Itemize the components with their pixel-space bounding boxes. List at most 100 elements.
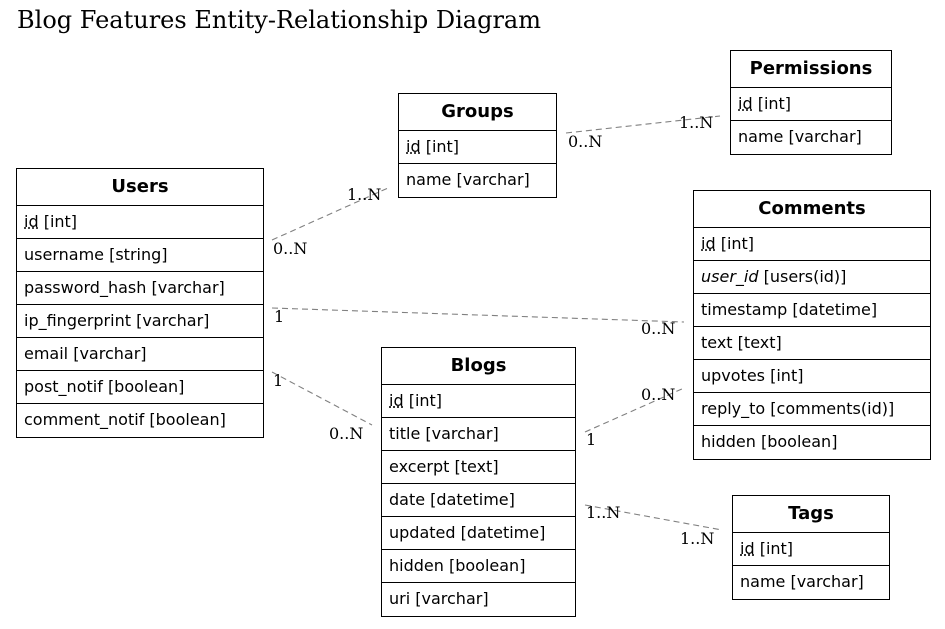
field-users-email: email [varchar] xyxy=(17,338,263,371)
field-type: [int] xyxy=(43,212,78,231)
field-blogs-title: title [varchar] xyxy=(382,418,575,451)
field-key: name xyxy=(406,170,452,189)
field-type: [datetime] xyxy=(430,490,515,509)
card-blogs-comments-from: 1 xyxy=(586,430,597,449)
field-key: reply_to xyxy=(701,399,766,418)
field-users-comment-notif: comment_notif [boolean] xyxy=(17,404,263,437)
field-type: [comments(id)] xyxy=(770,399,895,418)
entity-comments-name: Comments xyxy=(694,191,930,228)
edge-groups-permissions xyxy=(565,115,721,134)
edge-blogs-tags xyxy=(584,504,723,531)
card-users-groups-from: 0..N xyxy=(273,239,308,258)
field-key: password_hash xyxy=(24,278,147,297)
entity-permissions[interactable]: Permissions id [int] name [varchar] xyxy=(730,50,892,155)
field-key: email xyxy=(24,344,69,363)
field-users-id: id [int] xyxy=(17,206,263,239)
field-comments-reply-to: reply_to [comments(id)] xyxy=(694,393,930,426)
field-key: upvotes xyxy=(701,366,766,385)
card-groups-permissions-from: 0..N xyxy=(568,132,603,151)
field-comments-hidden: hidden [boolean] xyxy=(694,426,930,459)
card-blogs-tags-from: 1..N xyxy=(586,503,621,522)
field-type: [int] xyxy=(408,391,443,410)
field-groups-id: id [int] xyxy=(399,131,556,164)
entity-tags-name: Tags xyxy=(733,496,889,533)
field-users-ip-fingerprint: ip_fingerprint [varchar] xyxy=(17,305,263,338)
field-type: [text] xyxy=(454,457,499,476)
entity-blogs-name: Blogs xyxy=(382,348,575,385)
field-type: [int] xyxy=(759,539,794,558)
edge-users-comments xyxy=(271,307,685,323)
field-type: [string] xyxy=(109,245,168,264)
field-comments-id: id [int] xyxy=(694,228,930,261)
field-comments-user-id: user_id [users(id)] xyxy=(694,261,930,294)
field-key: id xyxy=(24,212,39,231)
field-users-post-notif: post_notif [boolean] xyxy=(17,371,263,404)
field-key: id xyxy=(406,137,421,156)
edge-users-groups xyxy=(271,187,389,241)
field-key: id xyxy=(701,234,716,253)
field-key: name xyxy=(740,572,786,591)
card-blogs-comments-to: 0..N xyxy=(641,385,676,404)
field-type: [text] xyxy=(737,333,782,352)
card-users-blogs-to: 0..N xyxy=(329,424,364,443)
card-blogs-tags-to: 1..N xyxy=(680,529,715,548)
field-type: [varchar] xyxy=(136,311,210,330)
field-type: [varchar] xyxy=(73,344,147,363)
field-users-username: username [string] xyxy=(17,239,263,272)
field-users-password-hash: password_hash [varchar] xyxy=(17,272,263,305)
entity-blogs[interactable]: Blogs id [int] title [varchar] excerpt [… xyxy=(381,347,576,617)
field-key: excerpt xyxy=(389,457,450,476)
field-key: timestamp xyxy=(701,300,788,319)
field-blogs-uri: uri [varchar] xyxy=(382,583,575,616)
entity-permissions-name: Permissions xyxy=(731,51,891,88)
entity-groups-name: Groups xyxy=(399,94,556,131)
field-type: [boolean] xyxy=(149,410,226,429)
card-users-groups-to: 1..N xyxy=(347,185,382,204)
field-key: ip_fingerprint xyxy=(24,311,131,330)
card-groups-permissions-to: 1..N xyxy=(679,113,714,132)
field-type: [varchar] xyxy=(151,278,225,297)
field-groups-name: name [varchar] xyxy=(399,164,556,197)
entity-comments[interactable]: Comments id [int] user_id [users(id)] ti… xyxy=(693,190,931,460)
field-key: comment_notif xyxy=(24,410,145,429)
field-key: hidden xyxy=(389,556,444,575)
field-type: [int] xyxy=(720,234,755,253)
entity-users-name: Users xyxy=(17,169,263,206)
field-type: [varchar] xyxy=(415,589,489,608)
field-permissions-id: id [int] xyxy=(731,88,891,121)
field-tags-id: id [int] xyxy=(733,533,889,566)
field-permissions-name: name [varchar] xyxy=(731,121,891,154)
field-key: post_notif xyxy=(24,377,103,396)
field-comments-text: text [text] xyxy=(694,327,930,360)
field-type: [varchar] xyxy=(788,127,862,146)
field-type: [boolean] xyxy=(107,377,185,396)
field-key: title xyxy=(389,424,421,443)
field-type: [datetime] xyxy=(460,523,546,542)
entity-groups[interactable]: Groups id [int] name [varchar] xyxy=(398,93,557,198)
field-type: [int] xyxy=(425,137,460,156)
field-comments-timestamp: timestamp [datetime] xyxy=(694,294,930,327)
field-blogs-date: date [datetime] xyxy=(382,484,575,517)
field-blogs-id: id [int] xyxy=(382,385,575,418)
card-users-blogs-from: 1 xyxy=(273,371,284,390)
field-key: user_id xyxy=(701,267,759,286)
card-users-comments-to: 0..N xyxy=(641,319,676,338)
field-type: [users(id)] xyxy=(763,267,847,286)
entity-tags[interactable]: Tags id [int] name [varchar] xyxy=(732,495,890,600)
edge-users-blogs xyxy=(271,371,373,426)
field-key: id xyxy=(740,539,755,558)
field-type: [varchar] xyxy=(425,424,499,443)
field-blogs-updated: updated [datetime] xyxy=(382,517,575,550)
field-key: hidden xyxy=(701,432,756,451)
field-key: name xyxy=(738,127,784,146)
field-type: [int] xyxy=(757,94,792,113)
field-key: uri xyxy=(389,589,411,608)
field-type: [varchar] xyxy=(456,170,530,189)
card-users-comments-from: 1 xyxy=(274,307,285,326)
field-blogs-excerpt: excerpt [text] xyxy=(382,451,575,484)
entity-users[interactable]: Users id [int] username [string] passwor… xyxy=(16,168,264,438)
field-type: [boolean] xyxy=(760,432,838,451)
field-type: [varchar] xyxy=(790,572,864,591)
edge-blogs-comments xyxy=(584,387,685,433)
